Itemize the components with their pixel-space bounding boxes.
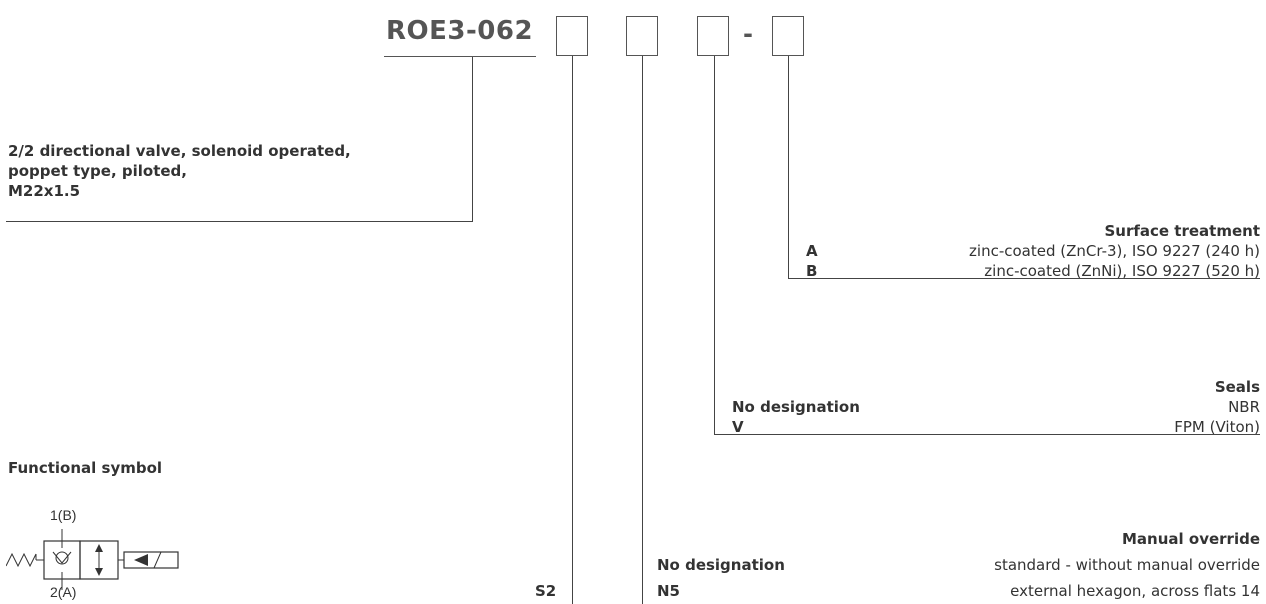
surface-option-b-code: B [806, 262, 818, 280]
seals-option-v-code: V [732, 418, 744, 436]
leader-surface-v [788, 56, 789, 279]
description-line-2: poppet type, piloted, [8, 162, 187, 180]
surface-option-b-text: zinc-coated (ZnNi), ISO 9227 (520 h) [984, 262, 1260, 280]
voltage-code: S2 [535, 582, 557, 600]
spring-icon [6, 552, 37, 568]
manual-override-option-n5-code: N5 [657, 582, 680, 600]
model-code: ROE3-062 [386, 16, 534, 46]
option-box-surface [772, 16, 804, 56]
model-code-underline [384, 56, 536, 57]
check-ball-icon [55, 551, 69, 565]
description-line-3: M22x1.5 [8, 182, 81, 200]
manual-override-option-none-text: standard - without manual override [994, 556, 1260, 574]
solenoid-icon [123, 551, 179, 569]
leader-description-h [6, 221, 473, 222]
seals-option-v-text: FPM (Viton) [1174, 418, 1260, 436]
option-box-manual-override [626, 16, 658, 56]
option-box-seals [697, 16, 729, 56]
surface-treatment-title: Surface treatment [1104, 222, 1260, 240]
manual-override-option-none-code: No designation [657, 556, 785, 574]
option-box-voltage [556, 16, 588, 56]
manual-override-title: Manual override [1122, 530, 1260, 548]
seals-title: Seals [1214, 378, 1260, 396]
manual-override-option-n5-text: external hexagon, across flats 14 [1010, 582, 1260, 600]
surface-option-a-text: zinc-coated (ZnCr-3), ISO 9227 (240 h) [969, 242, 1260, 260]
port-label-top: 1(B) [50, 507, 77, 523]
seals-option-none-code: No designation [732, 398, 860, 416]
leader-surface-h [788, 278, 1260, 279]
port-label-bottom: 2(A) [50, 584, 77, 600]
description-line-1: 2/2 directional valve, solenoid operated… [8, 142, 351, 160]
leader-description-v [472, 57, 473, 222]
leader-manual-override-v [642, 56, 643, 604]
functional-symbol-title: Functional symbol [8, 459, 163, 477]
leader-seals-v [714, 56, 715, 435]
leader-seals-h [714, 434, 1260, 435]
description-block: 2/2 directional valve, solenoid operated… [8, 141, 448, 201]
leader-voltage-v [572, 56, 573, 604]
seals-option-none-text: NBR [1228, 398, 1260, 416]
surface-option-a-code: A [806, 242, 818, 260]
valve-symbol-icon [6, 529, 179, 590]
separator-dash: - [743, 20, 753, 48]
